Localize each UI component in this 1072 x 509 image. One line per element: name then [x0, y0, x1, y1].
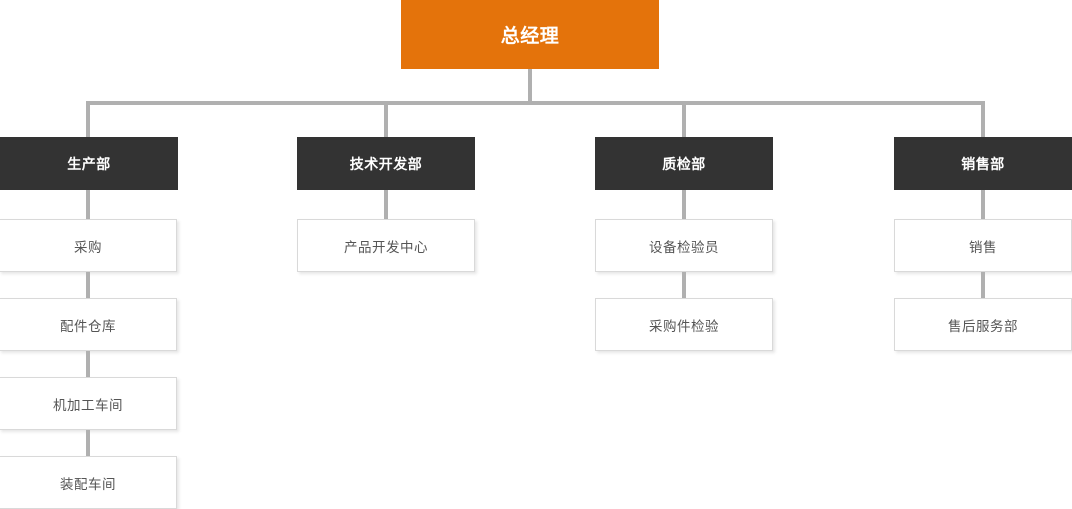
node-label: 配件仓库: [60, 318, 116, 334]
node-unit-production-4[interactable]: 装配车间: [0, 456, 177, 509]
node-unit-sales-2[interactable]: 售后服务部: [894, 298, 1072, 351]
connector-sales-child-1: [981, 190, 985, 219]
connector-quality-inspection-child-1: [682, 190, 686, 219]
node-unit-production-3[interactable]: 机加工车间: [0, 377, 177, 430]
connector-sales-child-2: [981, 272, 985, 298]
node-department-quality-inspection[interactable]: 质检部: [595, 137, 773, 190]
node-unit-tech-development-1[interactable]: 产品开发中心: [297, 219, 475, 272]
connector-production-child-2: [86, 272, 90, 298]
node-label: 装配车间: [60, 476, 116, 492]
connector-production-child-1: [86, 190, 90, 219]
node-unit-production-1[interactable]: 采购: [0, 219, 177, 272]
connector-production-child-3: [86, 351, 90, 377]
node-label: 设备检验员: [649, 239, 719, 255]
node-department-production[interactable]: 生产部: [0, 137, 178, 190]
connector-branch-production: [86, 101, 90, 137]
node-label: 售后服务部: [948, 318, 1018, 334]
node-label: 采购件检验: [649, 318, 719, 334]
node-label: 采购: [74, 239, 102, 255]
connector-branch-sales: [981, 101, 985, 137]
node-label: 生产部: [67, 155, 111, 172]
node-unit-quality-inspection-1[interactable]: 设备检验员: [595, 219, 773, 272]
connector-horizontal-bar: [86, 101, 985, 105]
connector-quality-inspection-child-2: [682, 272, 686, 298]
node-unit-production-2[interactable]: 配件仓库: [0, 298, 177, 351]
node-unit-quality-inspection-2[interactable]: 采购件检验: [595, 298, 773, 351]
node-label: 销售: [969, 239, 997, 255]
node-label: 销售部: [961, 155, 1005, 172]
node-department-sales[interactable]: 销售部: [894, 137, 1072, 190]
node-label: 机加工车间: [53, 397, 123, 413]
node-label: 质检部: [662, 155, 706, 172]
node-label: 产品开发中心: [344, 239, 428, 255]
node-root-general-manager[interactable]: 总经理: [401, 0, 659, 69]
connector-root-stem: [528, 69, 532, 105]
node-label: 技术开发部: [349, 155, 423, 172]
node-unit-sales-1[interactable]: 销售: [894, 219, 1072, 272]
connector-branch-tech-development: [384, 101, 388, 137]
node-department-tech-development[interactable]: 技术开发部: [297, 137, 475, 190]
connector-production-child-4: [86, 430, 90, 456]
connector-tech-development-child-1: [384, 190, 388, 219]
connector-branch-quality-inspection: [682, 101, 686, 137]
node-label: 总经理: [500, 26, 560, 47]
